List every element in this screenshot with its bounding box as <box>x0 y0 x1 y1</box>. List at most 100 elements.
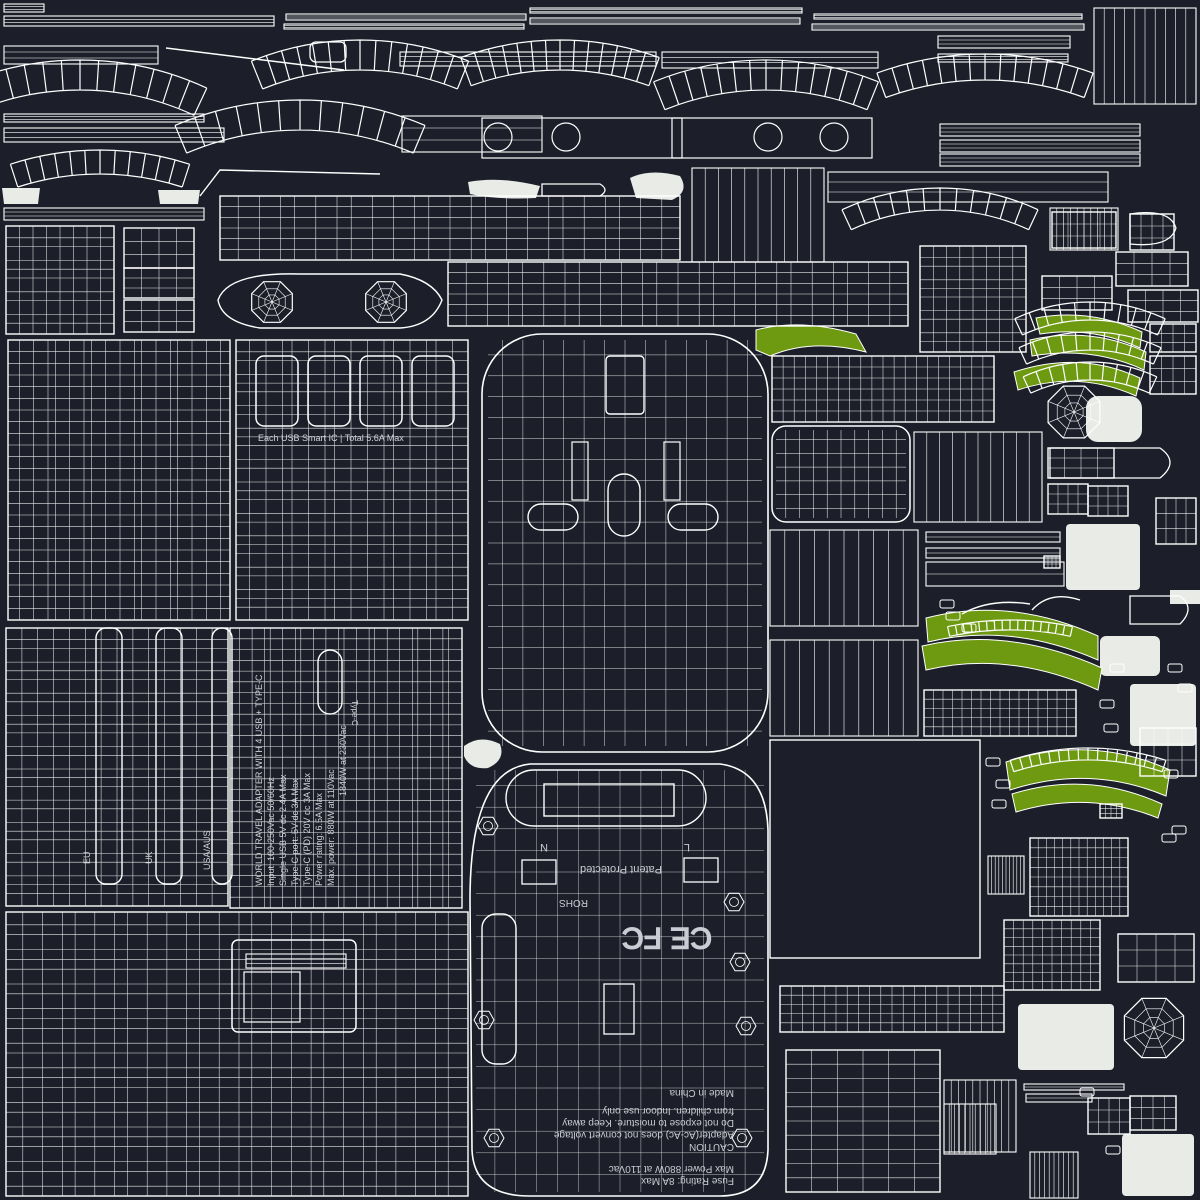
made-in-label: Made in China <box>669 1087 734 1098</box>
label-plate-window <box>243 971 301 1023</box>
typec-slot <box>607 473 641 537</box>
typec-pd-label: Type-C (PD) 20V dc 3A Max <box>302 772 312 886</box>
small-block-17-lines <box>1130 1096 1176 1130</box>
screw-3 <box>735 1016 757 1036</box>
strip-18-lines <box>940 143 1140 149</box>
label-plate-lines-border <box>245 953 347 969</box>
pin-slot-left <box>571 441 589 501</box>
ce-marks: CE FC <box>622 921 712 954</box>
diagonal-strokes <box>165 47 1081 615</box>
small-block-6-lines <box>1042 276 1112 310</box>
typec-label: Type-C <box>350 700 359 726</box>
strip-9-border <box>661 51 879 69</box>
tiny-tag-10 <box>961 623 977 633</box>
tiny-tag-11 <box>1109 663 1125 673</box>
usb-opening-0 <box>255 355 299 427</box>
strip-3-border <box>529 7 803 14</box>
smart-ic-label: Each USB Smart IC | Total 5.6A Max <box>258 433 404 443</box>
small-pointer-piece <box>541 183 606 197</box>
lower-band-grid-lines <box>780 986 1004 1032</box>
usb-opening-2 <box>359 355 403 427</box>
tiny-tag-5 <box>1163 769 1179 779</box>
strip-10-border <box>3 3 45 13</box>
oval-side-piece <box>217 273 443 329</box>
cap-octagon-bottom-ring <box>1143 1017 1165 1039</box>
screw-4-hole <box>489 1133 499 1143</box>
pin-l-slot <box>683 857 719 883</box>
arc-band-2 <box>250 39 470 90</box>
small-block-3-lines <box>1052 212 1116 248</box>
plug-eu-label: EU <box>82 851 92 864</box>
small-block-5-lines <box>1116 252 1188 286</box>
pin-slot-right <box>663 441 681 501</box>
usb-opening-3 <box>411 355 455 427</box>
tiny-tag-15 <box>1105 1145 1121 1155</box>
arc-band-6 <box>174 99 426 154</box>
top-face-grid-border <box>235 339 469 621</box>
strip-5-border <box>813 13 1083 20</box>
strip-11-lines <box>4 19 274 23</box>
cup-grid-lines <box>1004 920 1100 990</box>
bottom-recess <box>505 769 707 827</box>
barcode-7-lines <box>948 1104 992 1154</box>
small-block-2-lines <box>124 300 194 332</box>
oval-octagon-right-spokes <box>365 281 407 323</box>
single-usb-label: Single USB 5V dc 2.4A Max <box>278 774 288 886</box>
arc-band-11 <box>1022 361 1158 394</box>
screw-5 <box>731 1128 753 1148</box>
plug-face-grid-lines <box>6 628 228 906</box>
oval-octagon-right-ring <box>378 294 394 310</box>
ring-plate-1-hole-a <box>483 122 513 152</box>
arc-band-3 <box>460 39 660 87</box>
strip-16-border <box>401 115 543 153</box>
tiny-tag-4 <box>1103 723 1119 733</box>
caution-title: CAUTION <box>689 1141 734 1152</box>
strip-4-lines <box>530 19 800 23</box>
strip-13-border <box>3 113 205 123</box>
oval-octagon-right-ring <box>372 288 400 316</box>
wireframe-lines <box>0 3 1199 1199</box>
strip-0-border <box>285 13 527 21</box>
long-band-grid-2-lines <box>448 262 908 326</box>
bottom-pin-slot <box>603 983 635 1035</box>
left-face-grid-lines <box>8 340 230 620</box>
rating-line-1: Fuse Rating: 8A Max <box>641 1175 734 1186</box>
arc-band-9 <box>1014 301 1166 336</box>
ring-plate-2-hole-b <box>819 122 849 152</box>
strip-18-border <box>939 139 1141 153</box>
screw-0-hole <box>483 821 493 831</box>
rating-line-2: Max Power 880W at 110Vac <box>609 1163 734 1174</box>
strip-6-lines <box>812 25 1084 29</box>
pin-n-slot <box>521 859 557 885</box>
adapter-top-face-mesh <box>488 340 762 746</box>
screw-1-hole <box>729 897 739 907</box>
product-name-label: WORLD TRAVEL ADAPTER WITH 4 USB + TYPE-C <box>254 674 264 886</box>
adapter-top-face <box>481 333 769 753</box>
cap-octagon-top-spokes <box>1047 385 1101 439</box>
blank-panel-border <box>769 739 981 959</box>
strip-16-lines <box>402 127 542 141</box>
barcode-0-lines <box>1103 8 1187 104</box>
screw-2-hole <box>735 957 745 967</box>
power-output-label-2: 1840W at 230Vac <box>338 725 348 796</box>
small-panel-grid-lines <box>6 226 114 334</box>
tiny-tag-1 <box>995 779 1011 789</box>
oval-octagon-left-ring <box>264 294 280 310</box>
screw-3-hole <box>741 1021 751 1031</box>
screw-6-hole <box>479 1015 489 1025</box>
uv-text-layer: Each USB Smart IC | Total 5.6A Max WORLD… <box>82 433 734 1186</box>
cap-octagon-bottom-ring <box>1134 1008 1174 1048</box>
barcode-6-lines <box>950 1080 1010 1152</box>
plug-prong-0 <box>95 627 123 885</box>
strip-6-border <box>811 23 1085 31</box>
plug-prong-1 <box>155 627 183 885</box>
arc-band-1 <box>0 59 208 116</box>
arc-band-7 <box>9 149 191 188</box>
ring-plate-2 <box>671 117 873 159</box>
strip-5-lines <box>814 15 1082 18</box>
capsule-piece-2 <box>1129 595 1189 625</box>
strip-7-border <box>937 35 1071 49</box>
tiny-tag-12 <box>1171 825 1187 835</box>
strip-15-border <box>3 207 205 221</box>
